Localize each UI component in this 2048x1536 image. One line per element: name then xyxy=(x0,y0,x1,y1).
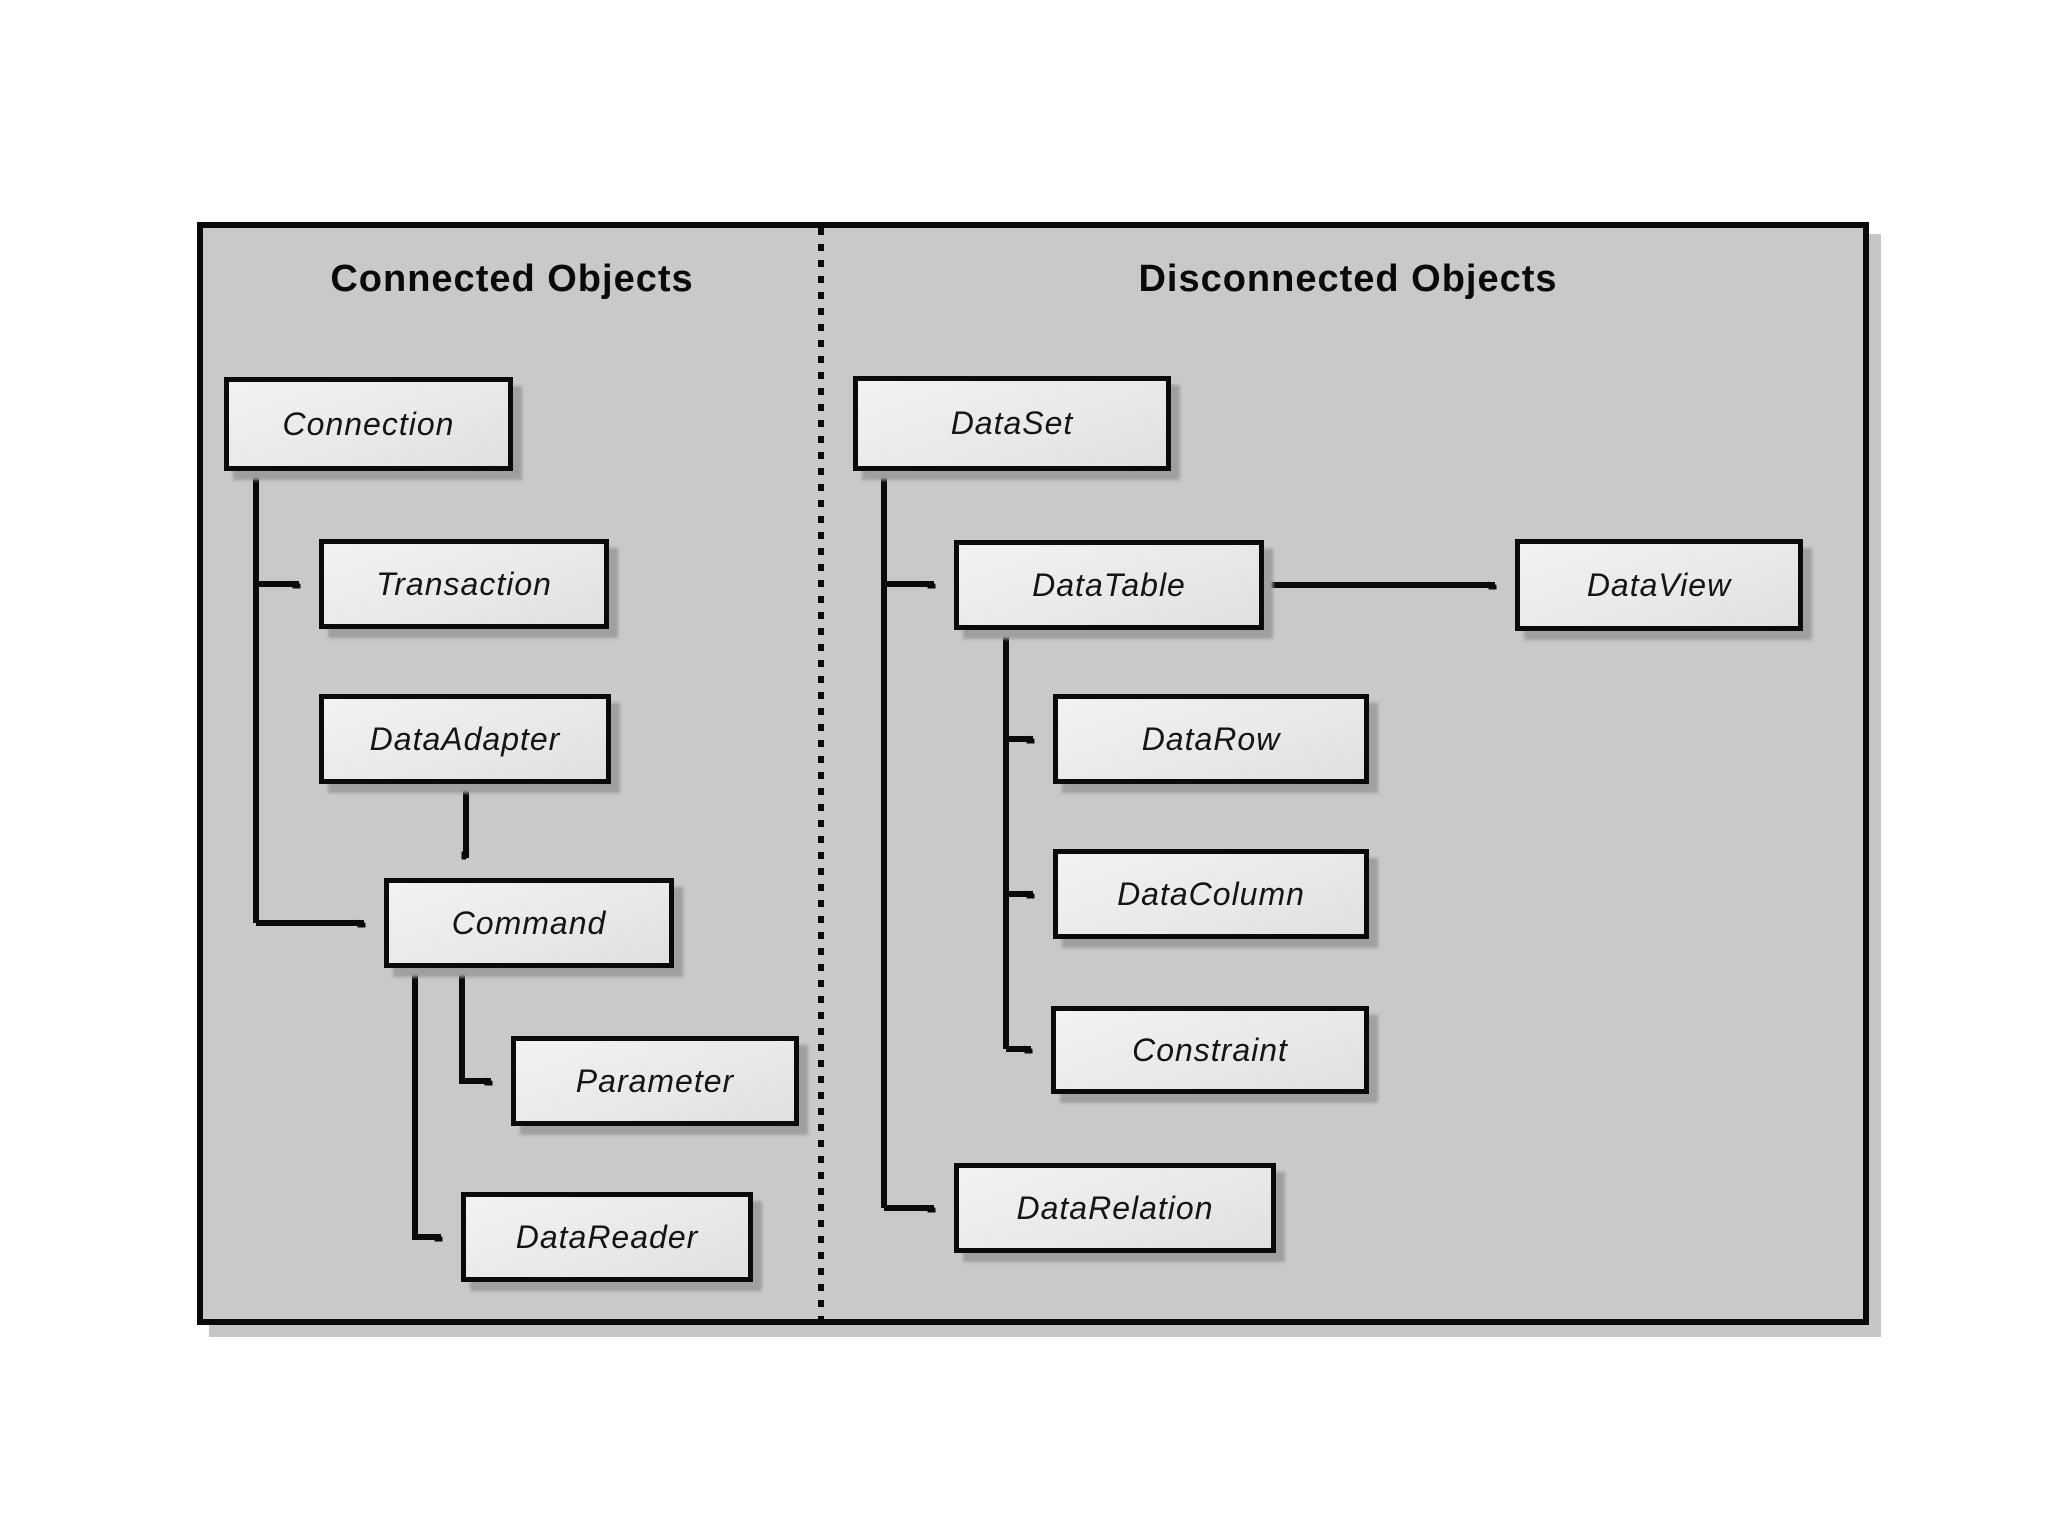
node-datarow: DataRow xyxy=(1053,694,1369,784)
edge-command-parameter-arrow xyxy=(459,968,491,1081)
node-parameter-label: Parameter xyxy=(575,1062,735,1099)
connector-layer xyxy=(253,228,1863,1319)
node-datarelation-label: DataRelation xyxy=(1016,1189,1214,1226)
node-datatable: DataTable xyxy=(954,540,1264,630)
node-transaction: Transaction xyxy=(319,539,609,629)
node-dataview: DataView xyxy=(1515,539,1803,631)
node-dataview-label: DataView xyxy=(1586,566,1732,603)
edge-command-datareader-arrow xyxy=(412,968,441,1237)
node-datacolumn: DataColumn xyxy=(1053,849,1369,939)
connected-objects-title: Connected Objects xyxy=(330,258,694,300)
node-command-label: Command xyxy=(451,904,607,941)
node-datareader-label: DataReader xyxy=(515,1218,699,1255)
node-datarelation: DataRelation xyxy=(954,1163,1276,1253)
node-datacolumn-label: DataColumn xyxy=(1117,875,1305,912)
node-transaction-label: Transaction xyxy=(376,565,552,602)
node-datareader: DataReader xyxy=(461,1192,753,1282)
node-parameter: Parameter xyxy=(511,1036,799,1126)
node-dataset: DataSet xyxy=(853,376,1171,471)
disconnected-objects-title: Disconnected Objects xyxy=(1138,258,1558,300)
node-connection: Connection xyxy=(224,377,513,471)
node-dataadapter: DataAdapter xyxy=(319,694,611,784)
diagram-panel: Connected Objects Disconnected Objects xyxy=(197,222,1869,1325)
node-constraint-label: Constraint xyxy=(1132,1031,1288,1068)
node-command: Command xyxy=(384,878,674,968)
node-datatable-label: DataTable xyxy=(1032,566,1186,603)
node-dataset-label: DataSet xyxy=(950,405,1074,441)
node-connection-label: Connection xyxy=(282,405,455,442)
node-dataadapter-label: DataAdapter xyxy=(369,720,561,757)
node-datarow-label: DataRow xyxy=(1141,720,1281,757)
node-constraint: Constraint xyxy=(1051,1006,1369,1094)
